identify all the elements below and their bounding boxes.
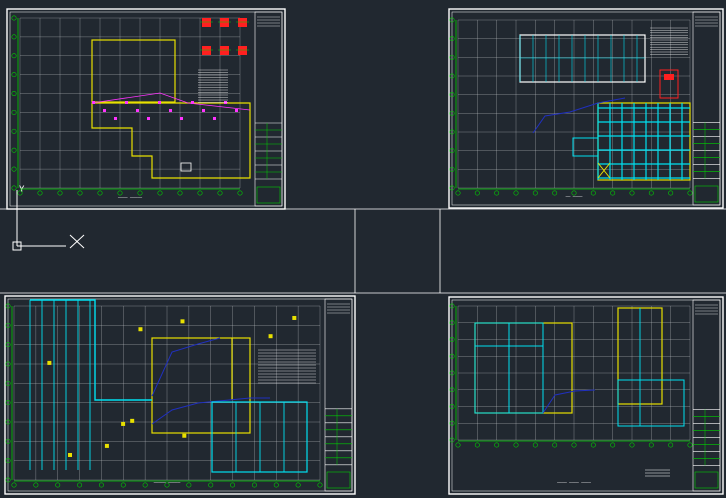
- ucs-icon[interactable]: [12, 190, 85, 251]
- drawing-sheet-1[interactable]: ──── ─────: [6, 8, 286, 210]
- sheet-title: ──── ──── ────: [556, 480, 591, 485]
- drawing-sheet-3[interactable]: ───── ─────: [4, 295, 356, 495]
- sheet-title: ───── ─────: [153, 480, 181, 485]
- axis-grid: [5, 303, 323, 488]
- title-block: [324, 298, 353, 492]
- sheet-title: ── ────: [565, 194, 583, 199]
- drawing-sheet-2[interactable]: ── ────: [448, 8, 724, 209]
- title-block: [692, 11, 721, 206]
- plan-content: [474, 307, 685, 477]
- plan-content: [519, 27, 691, 181]
- title-block: [254, 11, 283, 207]
- plan-content: [91, 18, 251, 179]
- ucs-y-label: Y: [19, 185, 25, 195]
- viewport-dividers: [0, 208, 726, 294]
- axis-grid: [449, 17, 693, 196]
- plan-content: [29, 299, 316, 473]
- title-block: [692, 299, 721, 492]
- sheets-layer: ──── ───── ── ──── ───── ───── ──── ──── ──…: [4, 8, 724, 495]
- drawing-sheet-4[interactable]: ──── ──── ────: [448, 296, 724, 495]
- sheet-title: ──── ─────: [117, 195, 143, 200]
